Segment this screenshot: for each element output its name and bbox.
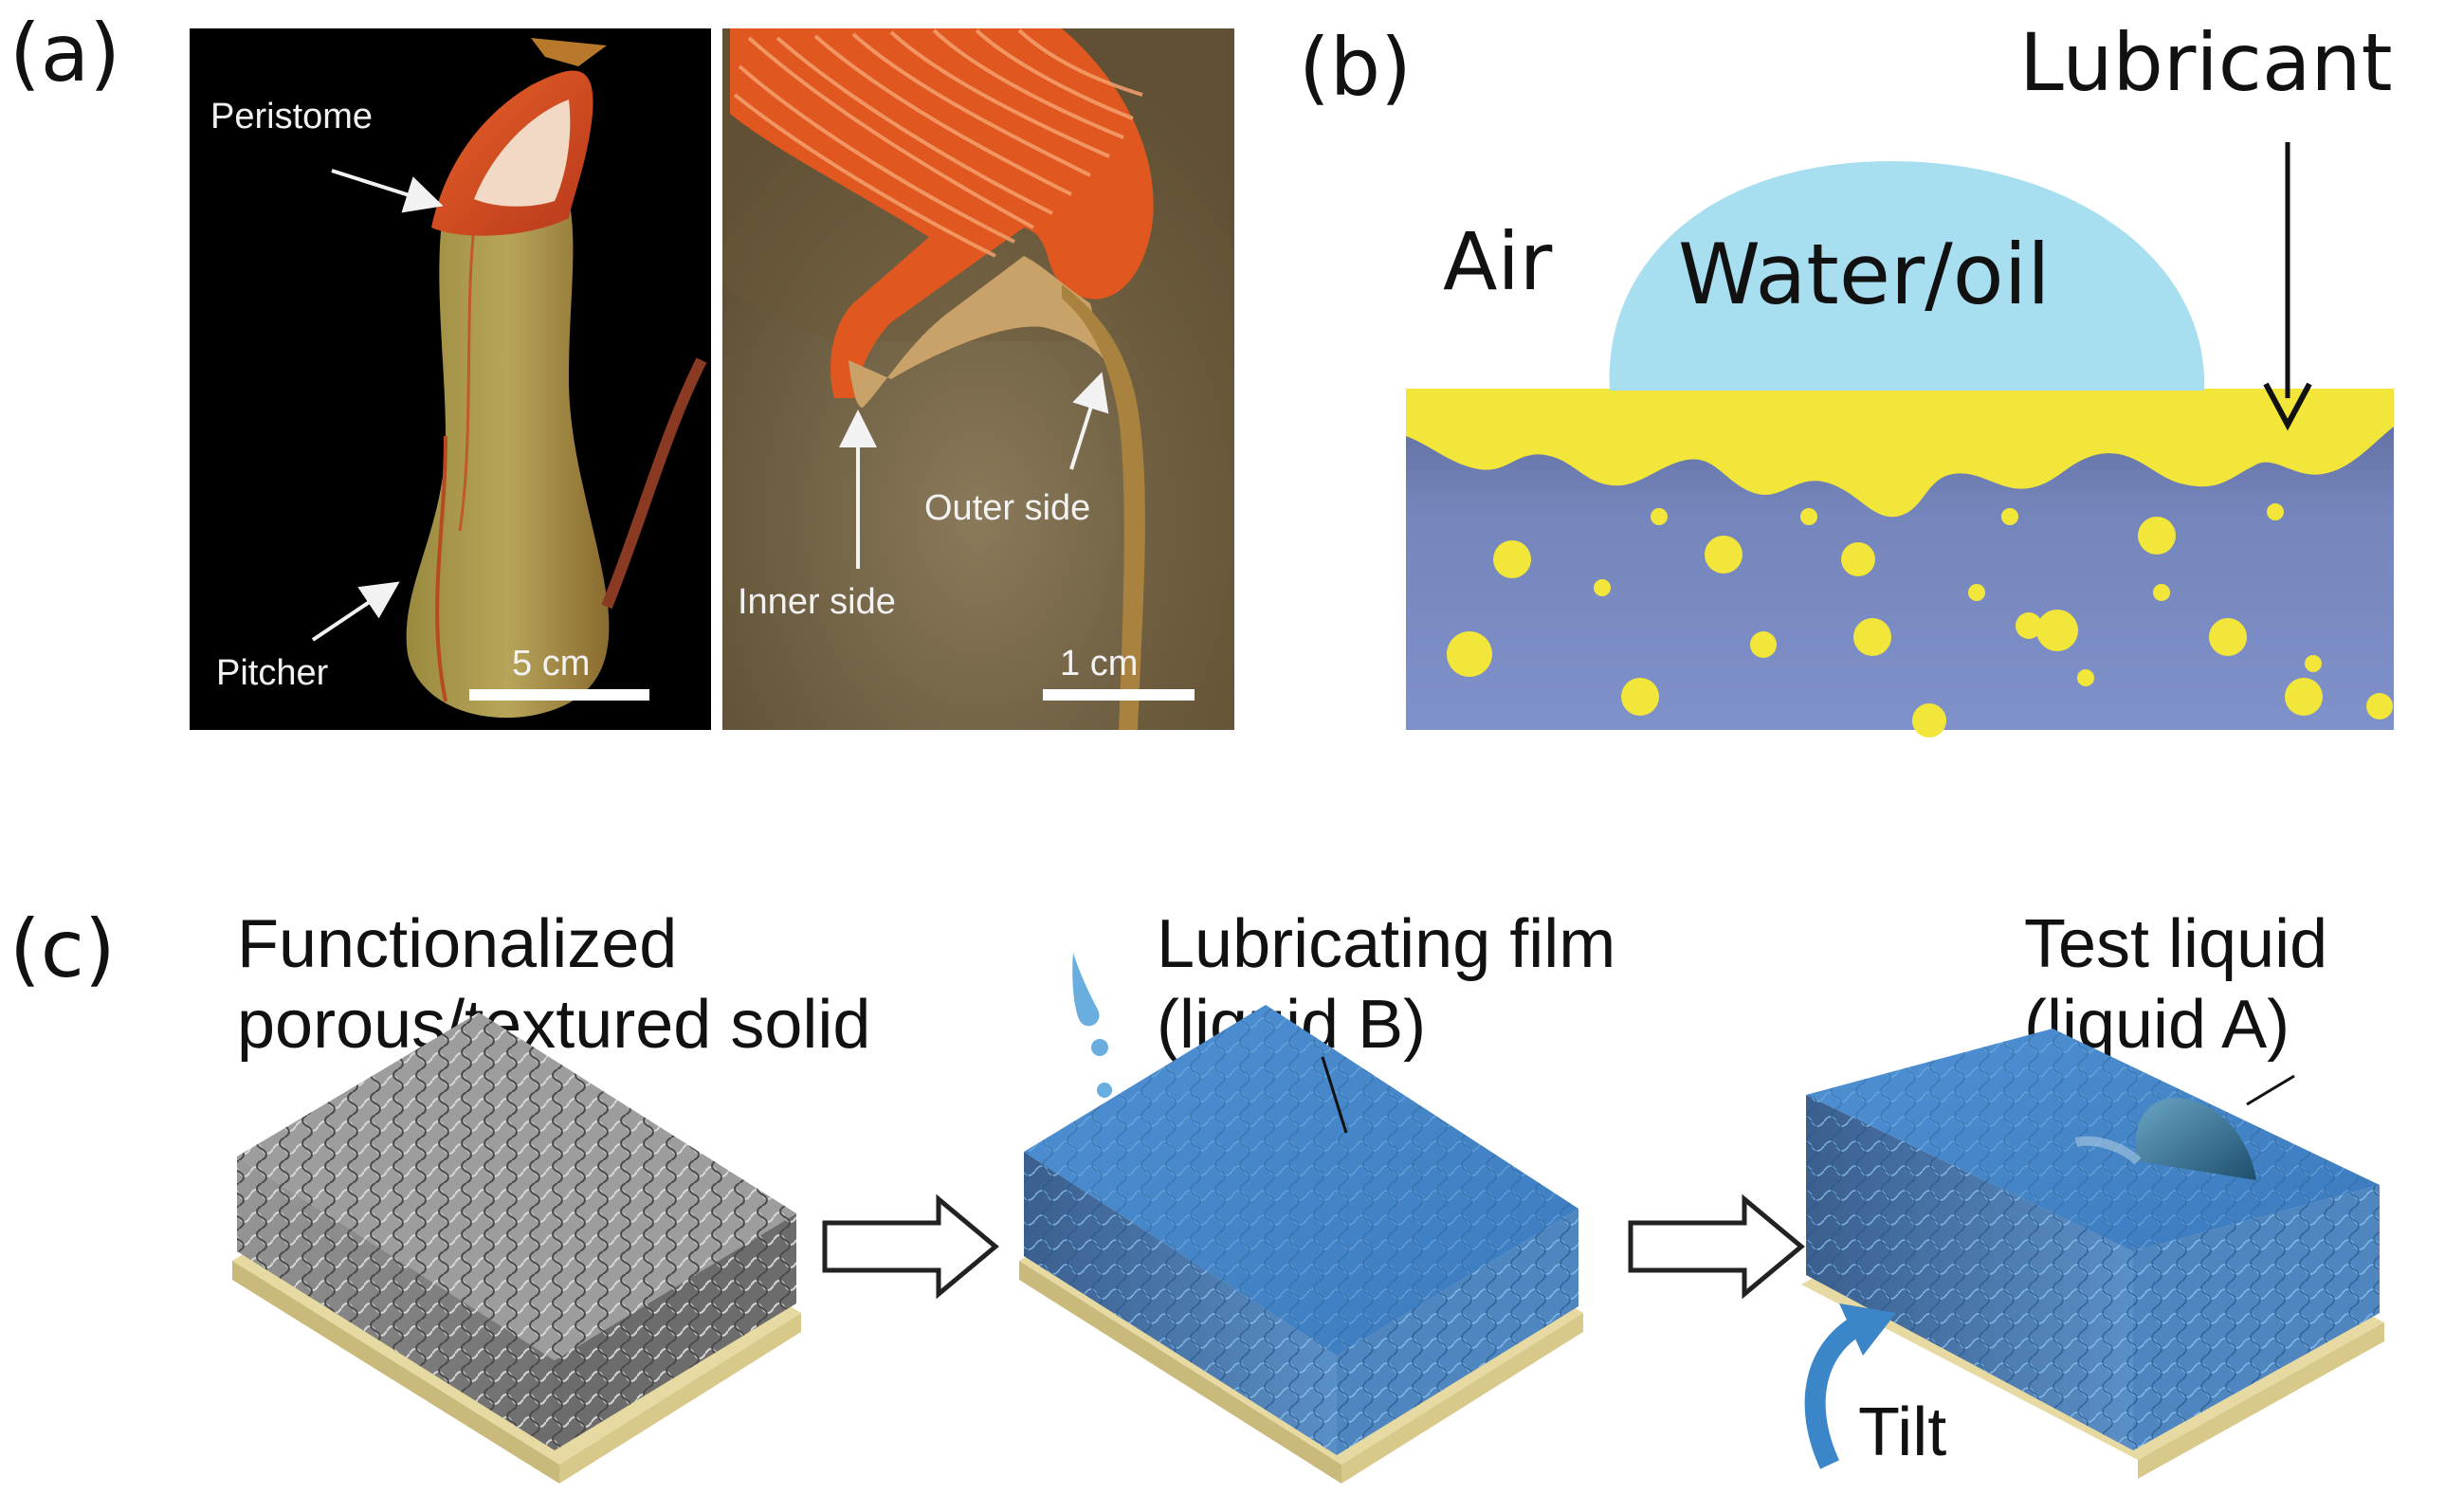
panel-b-label: (b) — [1299, 21, 1412, 114]
scale-bar-left-label: 5 cm — [512, 644, 590, 683]
pitcher-photo — [190, 28, 711, 730]
scale-bar-right-label: 1 cm — [1060, 644, 1138, 683]
water-oil-droplet — [1609, 161, 2205, 391]
outer-side-label: Outer side — [924, 488, 1090, 528]
peristome-closeup-photo — [722, 28, 1234, 730]
step1-title-line2: porous/textured solid — [237, 987, 870, 1063]
process-arrow-1 — [822, 1193, 999, 1300]
process-arrow-2 — [1628, 1193, 1805, 1300]
tilted-block — [1801, 1029, 2384, 1479]
test-liquid-droplet — [2135, 1098, 2256, 1180]
pitcher-label: Pitcher — [216, 653, 329, 693]
lubricated-block — [1019, 1005, 1583, 1484]
slips-schematic — [1406, 142, 2394, 738]
porous-solid-block — [232, 1012, 801, 1484]
tilt-label: Tilt — [1858, 1394, 1946, 1470]
air-label: Air — [1443, 215, 1553, 308]
step3-title-line1: Test liquid — [2024, 906, 2327, 982]
lubricant-label: Lubricant — [2019, 16, 2393, 109]
step1-title-line1: Functionalized — [237, 906, 677, 982]
panel-c-label: (c) — [9, 902, 116, 995]
lubricant-layer — [1406, 389, 2394, 518]
panel-a-label: (a) — [9, 7, 120, 100]
droplet-label: Water/oil — [1678, 226, 2051, 323]
peristome-label: Peristome — [210, 97, 373, 137]
inner-side-label: Inner side — [738, 582, 896, 622]
tilt-arrow-icon — [1804, 1303, 1896, 1469]
step2-title-line1: Lubricating film — [1157, 906, 1615, 982]
